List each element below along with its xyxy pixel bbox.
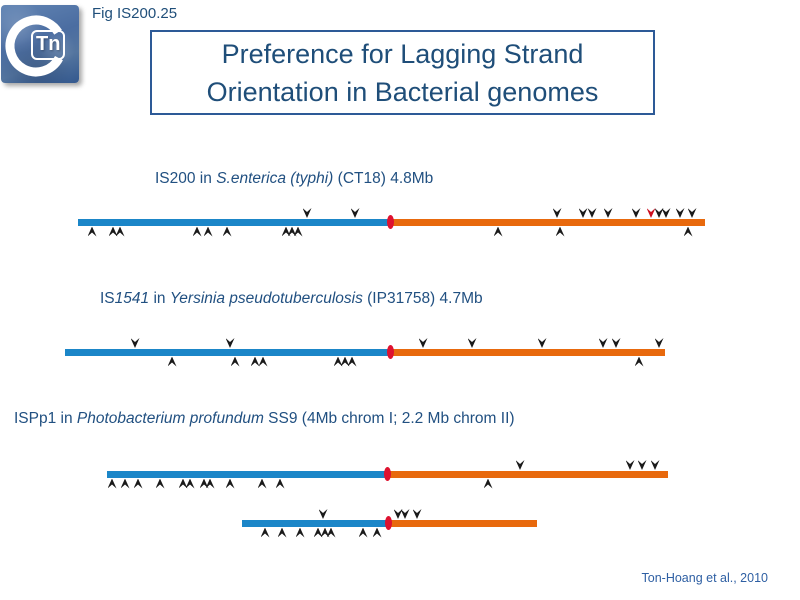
s-enterica-ct18-is-marker-bottom <box>222 226 232 237</box>
y-pseudotuberculosis-ip31758-is-marker-top <box>130 338 140 348</box>
s-enterica-ct18-is-marker-top <box>603 208 613 218</box>
figure-number-label: Fig IS200.25 <box>92 5 178 22</box>
y-pseudotuberculosis-ip31758-is-marker-bottom <box>347 356 357 367</box>
p-profundum-ss9-chrom2-is-marker-bottom <box>326 527 336 538</box>
y-pseudotuberculosis-ip31758-is-marker-bottom <box>634 356 644 367</box>
p-profundum-ss9-chrom2-is-marker-bottom <box>358 527 368 538</box>
s-enterica-ct18-is-marker-bottom <box>493 226 503 237</box>
p-profundum-ss9-chrom1-is-marker-bottom <box>205 478 215 489</box>
s-enterica-ct18-is-marker-bottom <box>287 226 297 237</box>
p-profundum-ss9-chrom1-is-marker-bottom <box>107 478 117 489</box>
y-pseudotuberculosis-ip31758-is-marker-top <box>611 338 621 348</box>
p-profundum-ss9-chrom2-is-marker-bottom <box>320 527 330 538</box>
s-enterica-ct18-is-marker-bottom <box>555 226 565 237</box>
y-pseudotuberculosis-ip31758-is-marker-bottom <box>258 356 268 367</box>
p-profundum-ss9-chrom1-is-marker-top <box>625 460 635 470</box>
p-profundum-ss9-chrom2-replichore-left-bar <box>242 519 388 527</box>
y-pseudotuberculosis-ip31758-is-marker-bottom <box>230 356 240 367</box>
y-pseudotuberculosis-ip31758-label: IS1541 in Yersinia pseudotuberculosis (I… <box>100 290 483 307</box>
s-enterica-ct18-is-marker-top <box>661 208 671 218</box>
y-pseudotuberculosis-ip31758-is-marker-top <box>654 338 664 348</box>
s-enterica-ct18-is-marker-bottom <box>115 226 125 237</box>
p-profundum-ss9-chrom1-is-marker-top <box>637 460 647 470</box>
y-pseudotuberculosis-ip31758-is-marker-bottom <box>250 356 260 367</box>
p-profundum-ss9-chrom1-is-marker-bottom <box>257 478 267 489</box>
p-profundum-ss9-chrom2-is-marker-top <box>412 509 422 519</box>
s-enterica-ct18-origin-dot <box>386 215 394 229</box>
y-pseudotuberculosis-ip31758-is-marker-bottom <box>167 356 177 367</box>
s-enterica-ct18-replichore-right-bar <box>390 218 705 226</box>
p-profundum-ss9-chrom2-is-marker-bottom <box>372 527 382 538</box>
p-profundum-ss9-chrom1-is-marker-bottom <box>155 478 165 489</box>
s-enterica-ct18-is-marker-bottom <box>87 226 97 237</box>
s-enterica-ct18-is-marker-top <box>302 208 312 218</box>
p-profundum-ss9-chrom2-is-marker-top <box>393 509 403 519</box>
s-enterica-ct18-is-marker-bottom <box>281 226 291 237</box>
y-pseudotuberculosis-ip31758-origin-dot <box>386 345 394 359</box>
y-pseudotuberculosis-ip31758-replichore-left-bar <box>65 348 390 356</box>
s-enterica-ct18-is-marker-bottom <box>293 226 303 237</box>
s-enterica-ct18-is-marker-bottom <box>683 226 693 237</box>
s-enterica-ct18-is-marker-top <box>675 208 685 218</box>
p-profundum-ss9-chrom1-is-marker-top <box>515 460 525 470</box>
p-profundum-ss9-chrom1-replichore-left-bar <box>107 470 387 478</box>
y-pseudotuberculosis-ip31758-is-marker-top <box>467 338 477 348</box>
p-profundum-ss9-chrom2-is-marker-bottom <box>277 527 287 538</box>
y-pseudotuberculosis-ip31758-is-marker-bottom <box>340 356 350 367</box>
p-profundum-ss9-chrom2-replichore-right-bar <box>388 519 537 527</box>
s-enterica-ct18-is-marker-top <box>687 208 697 218</box>
p-profundum-ss9-chrom1-is-marker-bottom <box>120 478 130 489</box>
s-enterica-ct18-is-marker-top-highlight <box>646 208 656 218</box>
y-pseudotuberculosis-ip31758-is-marker-top <box>418 338 428 348</box>
s-enterica-ct18-replichore-left-bar <box>78 218 390 226</box>
p-profundum-ss9-chrom2-is-marker-bottom <box>295 527 305 538</box>
p-profundum-ss9-chrom1-is-marker-bottom <box>178 478 188 489</box>
s-enterica-ct18-is-marker-top <box>350 208 360 218</box>
s-enterica-ct18-is-marker-top <box>578 208 588 218</box>
slide-title-line2: Orientation in Bacterial genomes <box>206 76 599 107</box>
p-profundum-ss9-chrom1-is-marker-bottom <box>185 478 195 489</box>
s-enterica-ct18-is-marker-top <box>631 208 641 218</box>
p-profundum-ss9-chrom1-origin-dot <box>383 467 391 481</box>
p-profundum-ss9-chrom2-is-marker-bottom <box>260 527 270 538</box>
s-enterica-ct18-is-marker-top <box>654 208 664 218</box>
y-pseudotuberculosis-ip31758-is-marker-top <box>225 338 235 348</box>
p-profundum-ss9-chrom1-is-marker-bottom <box>483 478 493 489</box>
tn-logo-text: Tn <box>31 30 66 60</box>
s-enterica-ct18-is-marker-bottom <box>192 226 202 237</box>
s-enterica-ct18-is-marker-bottom <box>108 226 118 237</box>
s-enterica-ct18-is-marker-top <box>587 208 597 218</box>
s-enterica-ct18-is-marker-bottom <box>203 226 213 237</box>
p-profundum-ss9-chrom1-replichore-right-bar <box>387 470 668 478</box>
y-pseudotuberculosis-ip31758-is-marker-top <box>598 338 608 348</box>
p-profundum-ss9-chrom2-is-marker-top <box>318 509 328 519</box>
p-profundum-ss9-chrom1-is-marker-bottom <box>275 478 285 489</box>
p-profundum-ss9-chrom2-origin-dot <box>384 516 392 530</box>
p-profundum-ss9-chrom2-is-marker-top <box>400 509 410 519</box>
y-pseudotuberculosis-ip31758-is-marker-bottom <box>333 356 343 367</box>
p-profundum-ss9-chrom1-is-marker-bottom <box>225 478 235 489</box>
tn-center-logo: Tn <box>1 5 79 83</box>
y-pseudotuberculosis-ip31758-is-marker-top <box>537 338 547 348</box>
title-box: Preference for Lagging Strand Orientatio… <box>150 30 655 115</box>
p-profundum-ss9-chrom1-label: ISPp1 in Photobacterium profundum SS9 (4… <box>14 410 515 427</box>
y-pseudotuberculosis-ip31758-replichore-right-bar <box>390 348 665 356</box>
s-enterica-ct18-is-marker-top <box>552 208 562 218</box>
citation-text: Ton-Hoang et al., 2010 <box>641 571 768 585</box>
p-profundum-ss9-chrom1-is-marker-bottom <box>199 478 209 489</box>
p-profundum-ss9-chrom1-is-marker-bottom <box>133 478 143 489</box>
s-enterica-ct18-label: IS200 in S.enterica (typhi) (CT18) 4.8Mb <box>155 170 434 187</box>
slide-title-line1: Preference for Lagging Strand <box>221 38 584 69</box>
p-profundum-ss9-chrom1-is-marker-top <box>650 460 660 470</box>
p-profundum-ss9-chrom2-is-marker-bottom <box>313 527 323 538</box>
